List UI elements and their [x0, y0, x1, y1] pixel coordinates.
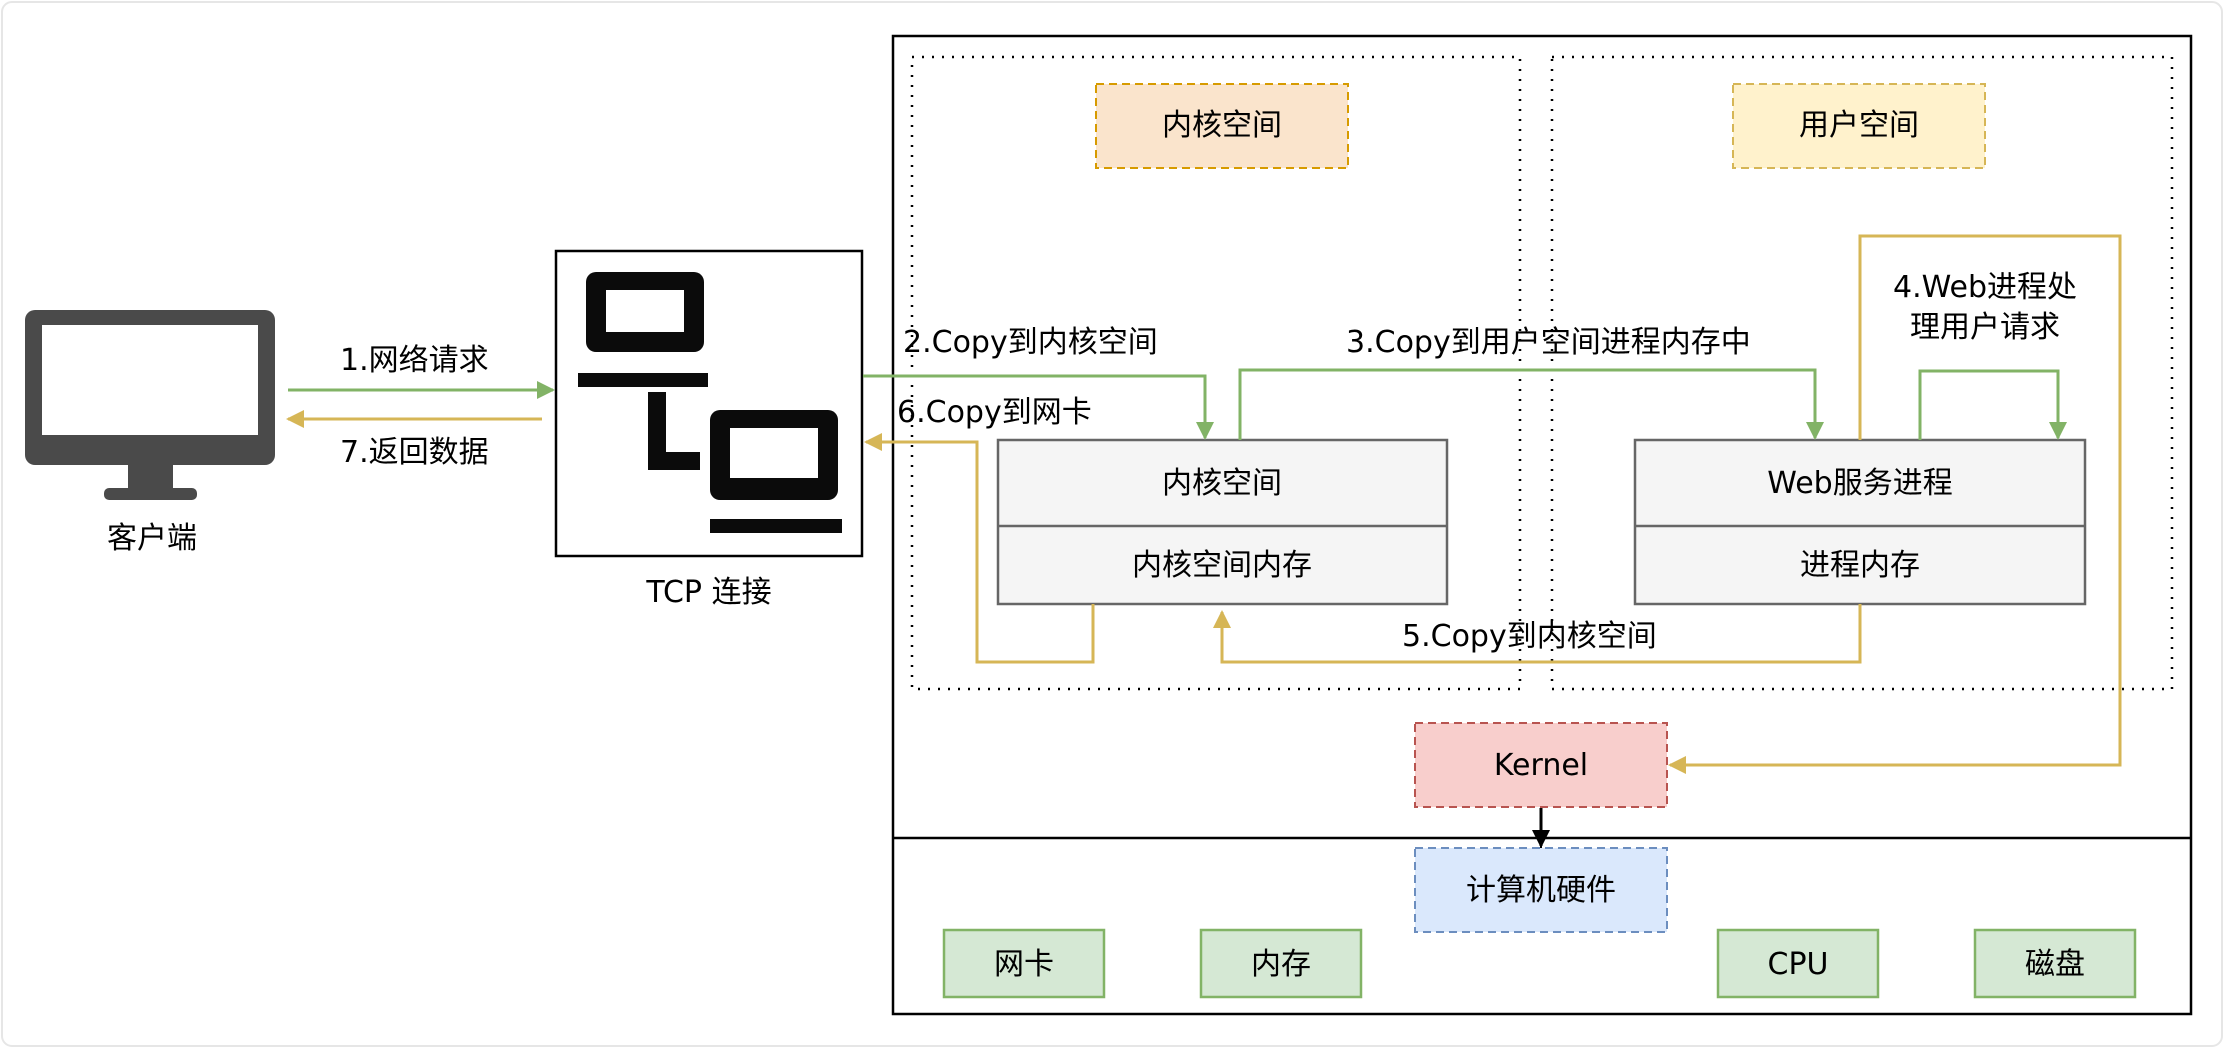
kernel-space-box [996, 438, 1449, 606]
hardware-item-cpu-box [1716, 928, 1880, 999]
hardware-item-disk: 磁盘 [2025, 947, 2085, 982]
step-4-label-line2: 理用户请求 [1910, 310, 2060, 345]
kernel-box [1414, 722, 1668, 808]
step-2-label: 2.Copy到内核空间 [903, 325, 1158, 360]
web-process-title: Web服务进程 [1767, 466, 1952, 501]
hardware-item-nic: 网卡 [994, 947, 1054, 982]
step-5-arrow [1213, 604, 1862, 664]
step-5-label: 5.Copy到内核空间 [1402, 619, 1657, 654]
kernel-label: Kernel [1494, 748, 1588, 783]
kernel-space-box-title: 内核空间 [1162, 466, 1282, 501]
step-6-label: 6.Copy到网卡 [897, 395, 1092, 430]
step-3-label: 3.Copy到用户空间进程内存中 [1346, 325, 1751, 360]
web-to-kernel-arrow [1668, 234, 2122, 774]
step-4-arrow [1918, 369, 2067, 440]
process-memory-label: 进程内存 [1800, 548, 1920, 583]
server-box [891, 34, 2193, 1016]
kernel-space-tag [1095, 83, 1349, 169]
hardware-item-cpu: CPU [1768, 947, 1829, 982]
kernel-space-memory-label: 内核空间内存 [1132, 548, 1312, 583]
hardware-item-memory-box [1199, 928, 1363, 999]
user-space-tag-label: 用户空间 [1799, 108, 1919, 143]
step-4-label-line1: 4.Web进程处 [1893, 270, 2077, 305]
hardware-item-memory: 内存 [1251, 947, 1311, 982]
step-3-arrow [1238, 368, 1824, 440]
user-space-region [1550, 55, 2174, 691]
hardware-item-disk-box [1973, 928, 2137, 999]
hardware-title: 计算机硬件 [1466, 873, 1616, 908]
step-7-label: 7.返回数据 [340, 435, 489, 470]
step-2-arrow [863, 374, 1214, 440]
step-6-arrow [864, 433, 1095, 664]
client-label: 客户端 [107, 521, 197, 556]
kernel-space-tag-label: 内核空间 [1162, 108, 1282, 143]
web-process-box [1633, 438, 2087, 606]
tcp-label: TCP 连接 [645, 575, 771, 610]
step-1-label: 1.网络请求 [340, 343, 489, 378]
user-space-tag [1732, 83, 1986, 169]
hardware-title-box [1414, 847, 1668, 933]
network-icon [578, 272, 842, 533]
client-monitor-icon [25, 310, 275, 500]
hardware-item-nic-box [942, 928, 1106, 999]
